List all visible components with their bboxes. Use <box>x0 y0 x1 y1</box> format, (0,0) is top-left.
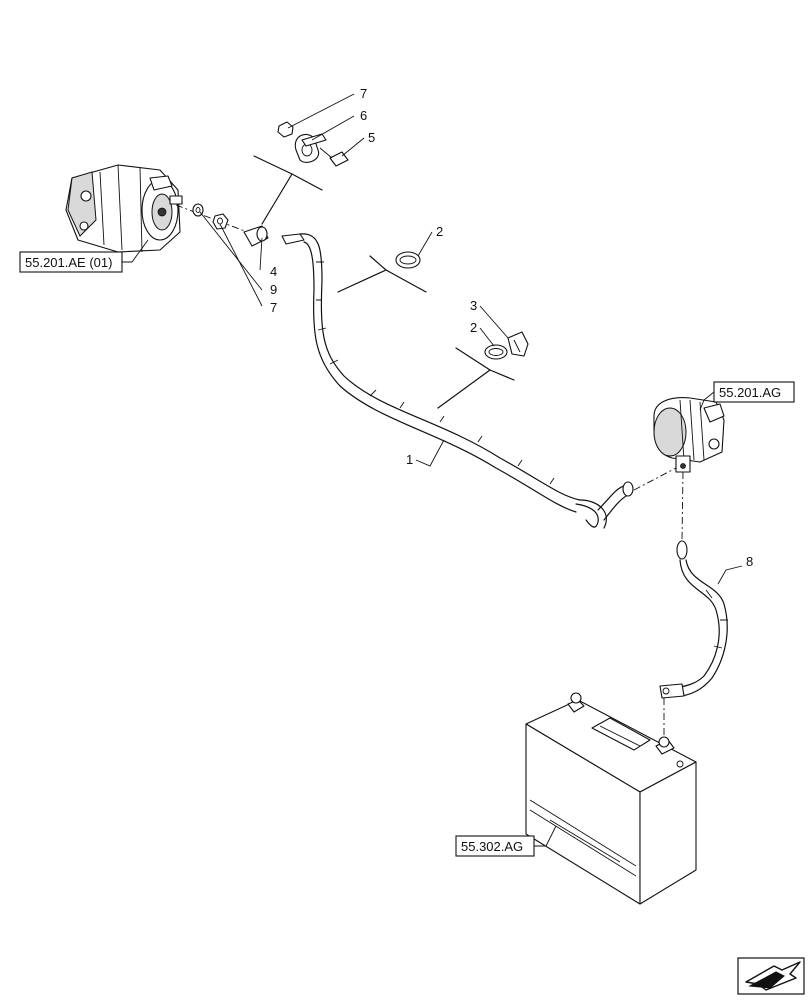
clamp-group <box>277 121 349 167</box>
battery-cable-1 <box>281 233 634 529</box>
ref-battery-label: 55.302.AG <box>461 839 523 854</box>
ref-starter[interactable]: 55.201.AE (01) <box>19 251 123 273</box>
battery <box>525 692 697 905</box>
terminal-boot-4 <box>243 225 269 247</box>
callout-8: 8 <box>746 554 753 569</box>
callout-4: 4 <box>270 264 277 279</box>
cable-8 <box>659 540 728 699</box>
starter-motor <box>65 164 183 253</box>
callout-2-top: 2 <box>436 224 443 239</box>
callout-6: 6 <box>360 108 367 123</box>
callout-1: 1 <box>406 452 413 467</box>
nut-7-lower <box>212 213 229 230</box>
ref-starter-label: 55.201.AE (01) <box>25 255 112 270</box>
ref-alternator[interactable]: 55.201.AG <box>713 381 795 403</box>
battery-terminal-negative <box>567 692 585 713</box>
arrow-pointer-icon <box>737 957 805 995</box>
callout-2-mid: 2 <box>470 320 477 335</box>
callout-5: 5 <box>368 130 375 145</box>
cable-tie-2-mid <box>484 344 508 360</box>
clip-3 <box>507 331 529 357</box>
cable-tie-2-upper <box>395 251 421 269</box>
battery-terminal-positive <box>655 736 675 755</box>
ref-alternator-label: 55.201.AG <box>719 385 781 400</box>
ref-battery[interactable]: 55.302.AG <box>455 835 535 857</box>
callout-3: 3 <box>470 298 477 313</box>
alternator <box>653 397 725 473</box>
callout-7-bottom: 7 <box>270 300 277 315</box>
callout-9: 9 <box>270 282 277 297</box>
callout-7-top: 7 <box>360 86 367 101</box>
